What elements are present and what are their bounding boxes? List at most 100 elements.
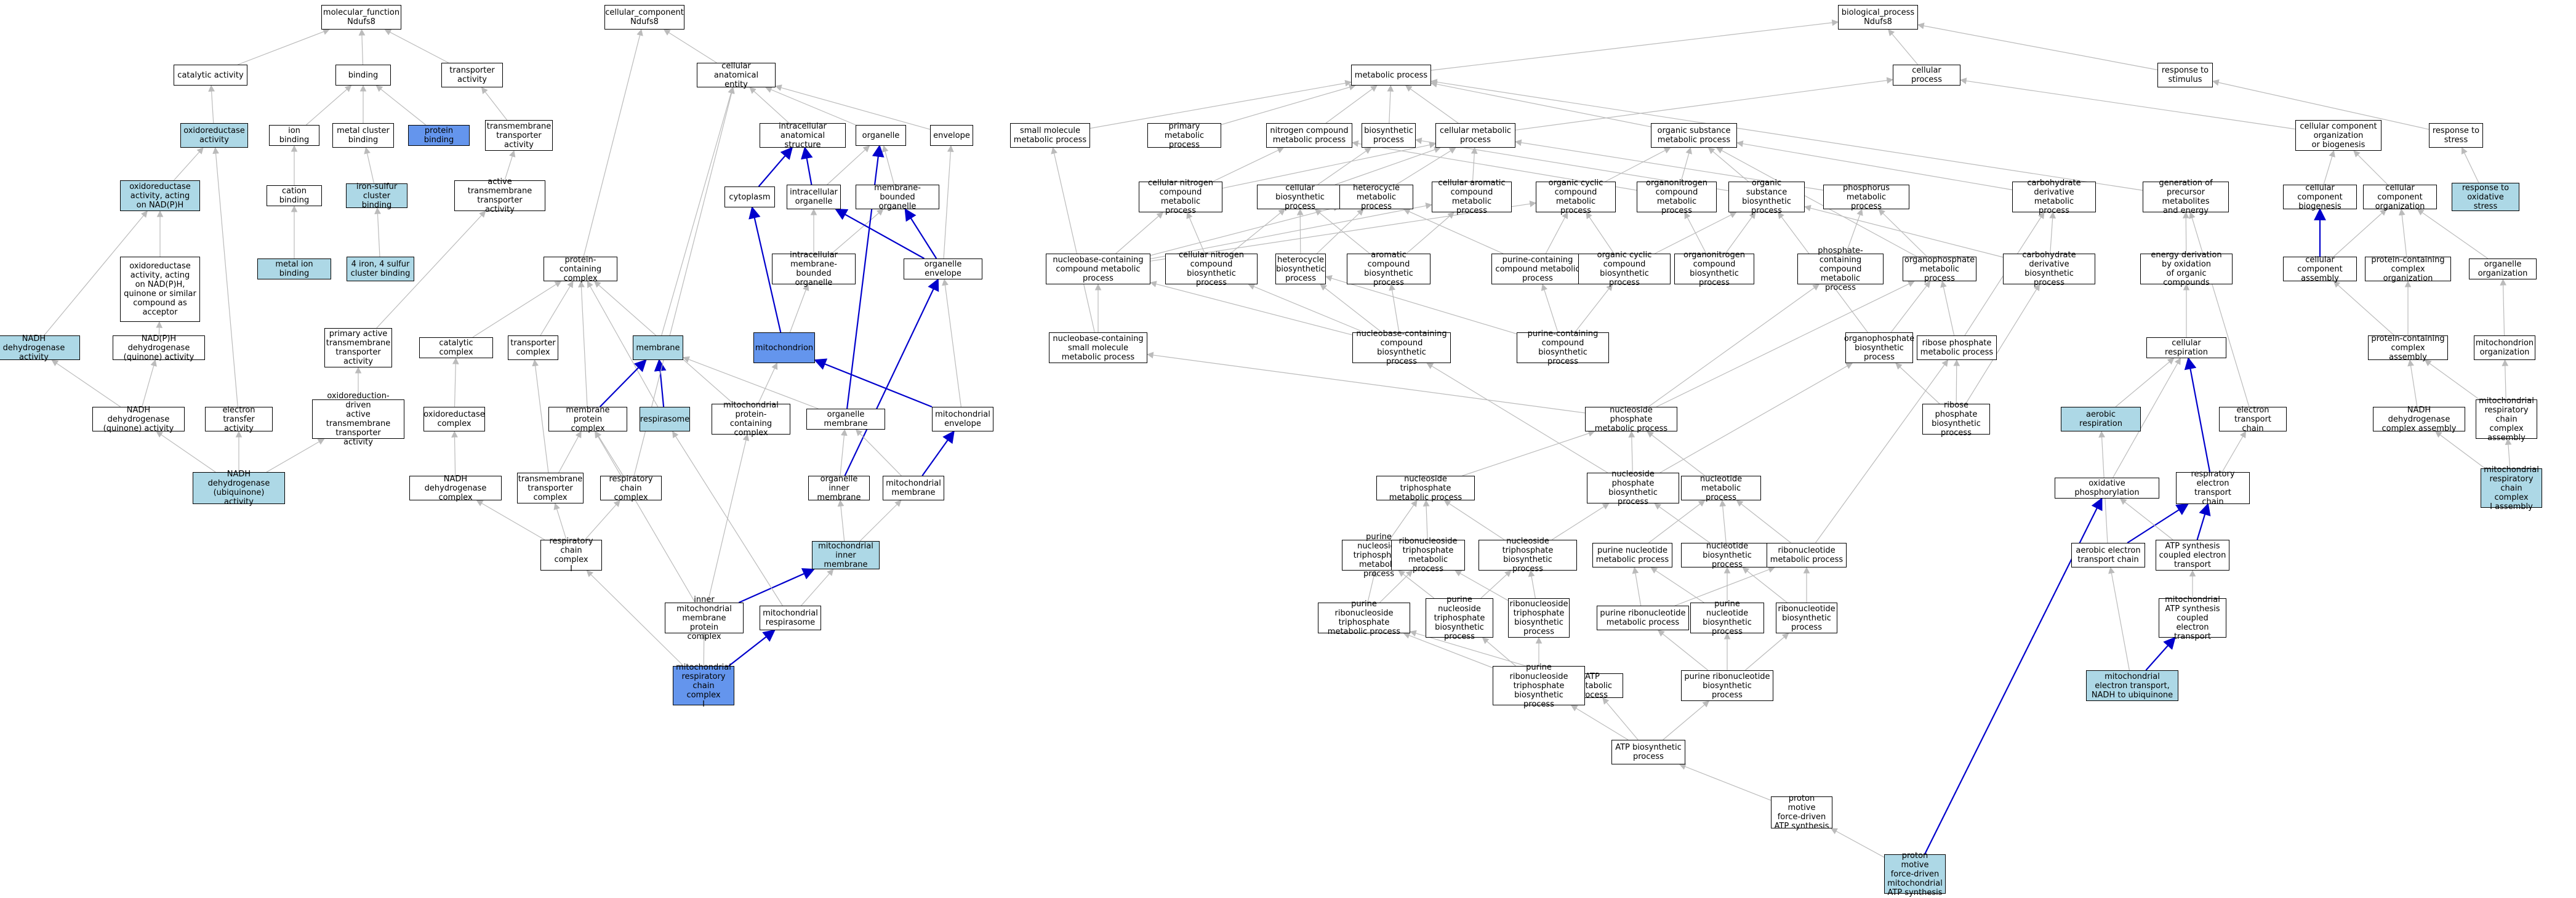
edge-membrane-to-cae bbox=[661, 86, 734, 336]
go-term-respirasome: respirasome bbox=[640, 407, 690, 431]
go-term-ccorg: cellular component organization bbox=[2363, 183, 2437, 211]
go-term-transact: transporter activity bbox=[441, 63, 503, 87]
go-term-hetmet: heterocycle metabolic process bbox=[1339, 183, 1413, 211]
go-term-innerpcx: inner mitochondrial membrane protein com… bbox=[665, 595, 744, 641]
edge-nbcbio-to-nbcmet bbox=[1149, 281, 1353, 335]
edge-atpsynth-to-oxphos bbox=[2119, 498, 2173, 540]
edge-pccassembly-to-ccassembly bbox=[2333, 281, 2395, 336]
edge-ccbio-to-ccorgbio bbox=[2323, 150, 2335, 185]
edge-pccorg-to-ccorg bbox=[2398, 208, 2407, 257]
go-term-nadpquin: NAD(P)H dehydrogenase (quinone) activity bbox=[113, 334, 205, 362]
edge-mitoinner-to-orginnermem bbox=[837, 499, 845, 542]
edge-nadhubi-to-oxdriven bbox=[266, 438, 325, 473]
edge-primmet-to-metproc bbox=[1221, 84, 1356, 126]
edge-organonitbio-to-organonitmet bbox=[1684, 212, 1707, 254]
edge-mitopcc-to-mito bbox=[758, 363, 778, 404]
edge-cellnitbio-to-cellnitmet bbox=[1186, 212, 1205, 254]
edge-nbcbio-to-arombio bbox=[1389, 283, 1400, 333]
go-term-biosyn: biosynthetic process bbox=[1362, 123, 1416, 148]
edge-purribontpbio-to-purntpbio bbox=[1482, 637, 1516, 667]
go-term-aerobic: aerobic respiration bbox=[2061, 407, 2141, 431]
go-term-oxdriven: oxidoreduction-driven active transmembra… bbox=[312, 391, 404, 447]
go-term-ribontpmet: ribonucleoside triphosphate metabolic pr… bbox=[1391, 537, 1465, 574]
edge-mempcx-to-pcc bbox=[578, 280, 588, 407]
go-term-ias: intracellular anatomical structure bbox=[760, 122, 846, 150]
edge-ntpbio-to-ntpmet bbox=[1443, 500, 1505, 540]
edge-respcx1-to-nadhcx bbox=[476, 500, 545, 540]
edge-primact-to-acttm bbox=[376, 210, 486, 329]
go-term-ribophosmet: ribose phosphate metabolic process bbox=[1917, 335, 1997, 360]
edge-nadhquin-to-nadhdehyd bbox=[51, 359, 121, 407]
edge-mitorespcx1assem-to-nadhcxassem bbox=[2434, 431, 2486, 469]
go-term-purntpbio: purine nucleoside triphosphate biosynthe… bbox=[1426, 595, 1493, 641]
go-term-mitoresp: mitochondrial respirasome bbox=[760, 606, 821, 630]
go-term-oxphos: oxidative phosphorylation bbox=[2055, 478, 2159, 499]
go-term-carbderivmet: carbohydrate derivative metabolic proces… bbox=[2012, 178, 2096, 215]
edge-respstress-to-respstim bbox=[2212, 79, 2430, 130]
edge-nitromet-to-metproc bbox=[1325, 85, 1378, 124]
go-term-purnucbio: purine nucleotide biosynthetic process bbox=[1690, 599, 1764, 636]
edge-respetc-to-etchain bbox=[2221, 431, 2246, 473]
go-term-pmfmitoatp: proton motive force-driven mitochondrial… bbox=[1884, 851, 1946, 897]
edge-tmtrans-to-transact bbox=[481, 87, 508, 121]
edge-cellarommet-to-cellmet bbox=[1471, 146, 1478, 182]
go-term-orgmem: organelle membrane bbox=[806, 409, 885, 430]
edge-mitorespcx1-to-mitoresp bbox=[728, 629, 776, 667]
edge-respchcx-to-mempcx bbox=[595, 431, 624, 476]
edge-cellbiosyn-to-cellmet bbox=[1334, 146, 1442, 185]
edge-transcx-to-pcc bbox=[540, 281, 574, 336]
edge-purribontpmet-to-ribontpmet bbox=[1379, 570, 1413, 603]
edge-smallmol-to-metproc bbox=[1089, 79, 1352, 129]
go-term-mitoinner: mitochondrial inner membrane bbox=[812, 541, 880, 569]
go-term-protbind: protein binding bbox=[408, 125, 470, 146]
edge-cae-to-cc bbox=[663, 29, 717, 63]
edge-hetmet-to-cellmet bbox=[1395, 147, 1456, 185]
go-term-catact: catalytic activity bbox=[174, 65, 247, 86]
go-term-mitorespassem: mitochondrial respiratory chain complex … bbox=[2476, 396, 2537, 443]
edge-mitorespassem-to-pccassembly bbox=[2424, 359, 2480, 400]
edge-oxstress-to-respstress bbox=[2461, 147, 2479, 183]
edge-respirasome-to-membrane bbox=[654, 359, 667, 407]
go-term-mf: molecular_function Ndufs8 bbox=[321, 5, 401, 30]
edge-mitomem-to-orgmem bbox=[855, 429, 902, 476]
go-term-cellresp: cellular respiration bbox=[2146, 337, 2226, 358]
go-term-phosmet: phosphorus metabolic process bbox=[1823, 183, 1909, 211]
edge-organonitbio-to-orgsubbiosyn bbox=[1725, 212, 1756, 254]
edge-purcmet-to-orgcycmet bbox=[1545, 212, 1568, 254]
edge-purcbio-to-orgcycbio bbox=[1575, 284, 1613, 333]
go-term-primmet: primary metabolic process bbox=[1147, 122, 1221, 150]
edge-cellnitmet-to-cellmet bbox=[1222, 142, 1437, 189]
edge-respcx1-to-respchcx bbox=[584, 500, 620, 540]
go-term-cytoplasm: cytoplasm bbox=[724, 186, 775, 207]
go-term-cellmet: cellular metabolic process bbox=[1435, 123, 1515, 148]
edge-nucphosbio-to-nbcbio bbox=[1426, 363, 1608, 473]
edge-purribonucbio-to-ribonucbio bbox=[1744, 633, 1789, 671]
edge-ccorgbio-to-cellproc bbox=[1959, 78, 2296, 130]
go-term-mitorespcx1assem: mitochondrial respiratory chain complex … bbox=[2481, 465, 2542, 511]
edge-nucleotidemet-to-nucphosmet bbox=[1647, 431, 1706, 476]
edge-cellnitbio-to-cellbiosyn bbox=[1230, 209, 1286, 254]
edge-ccassembly-to-ccorg bbox=[2333, 209, 2387, 257]
go-term-orgsubmet: organic substance metabolic process bbox=[1651, 123, 1737, 148]
edge-fesbind-to-metclbind bbox=[364, 146, 375, 184]
edge-nucphosmet-to-organophosmet bbox=[1656, 281, 1915, 407]
go-term-tmtrans: transmembrane transporter activity bbox=[485, 120, 553, 151]
go-term-nucphosmet: nucleoside phosphate metabolic process bbox=[1585, 406, 1677, 433]
edge-purntpbio-to-ntpbio bbox=[1480, 570, 1512, 599]
go-term-nucleotidebio: nucleotide biosynthetic process bbox=[1681, 542, 1773, 569]
go-term-orgsubbiosyn: organic substance biosynthetic process bbox=[1728, 178, 1805, 215]
go-term-nitromet: nitrogen compound metabolic process bbox=[1266, 123, 1352, 148]
edge-mito-to-imbo bbox=[789, 283, 809, 333]
go-term-respstim: response to stimulus bbox=[2157, 63, 2213, 87]
go-term-purnucmet: purine nucleotide metabolic process bbox=[1592, 543, 1672, 567]
edge-mitorespcx1assem-to-mitorespassem bbox=[2505, 438, 2512, 469]
go-term-oxredcx: oxidoreductase complex bbox=[423, 407, 485, 431]
go-term-hetbio: heterocycle biosynthetic process bbox=[1275, 254, 1326, 284]
go-term-respcx1: respiratory chain complex I bbox=[540, 537, 602, 574]
edge-ribonucmet-to-nucleotidemet bbox=[1736, 500, 1791, 543]
go-term-organonitmet: organonitrogen compound metabolic proces… bbox=[1637, 178, 1717, 215]
edge-nadhdehyd-to-oxrednadh bbox=[44, 210, 148, 336]
edge-intraorg-to-organelle bbox=[827, 145, 870, 185]
edge-purcbio-to-hetbio bbox=[1325, 275, 1517, 335]
